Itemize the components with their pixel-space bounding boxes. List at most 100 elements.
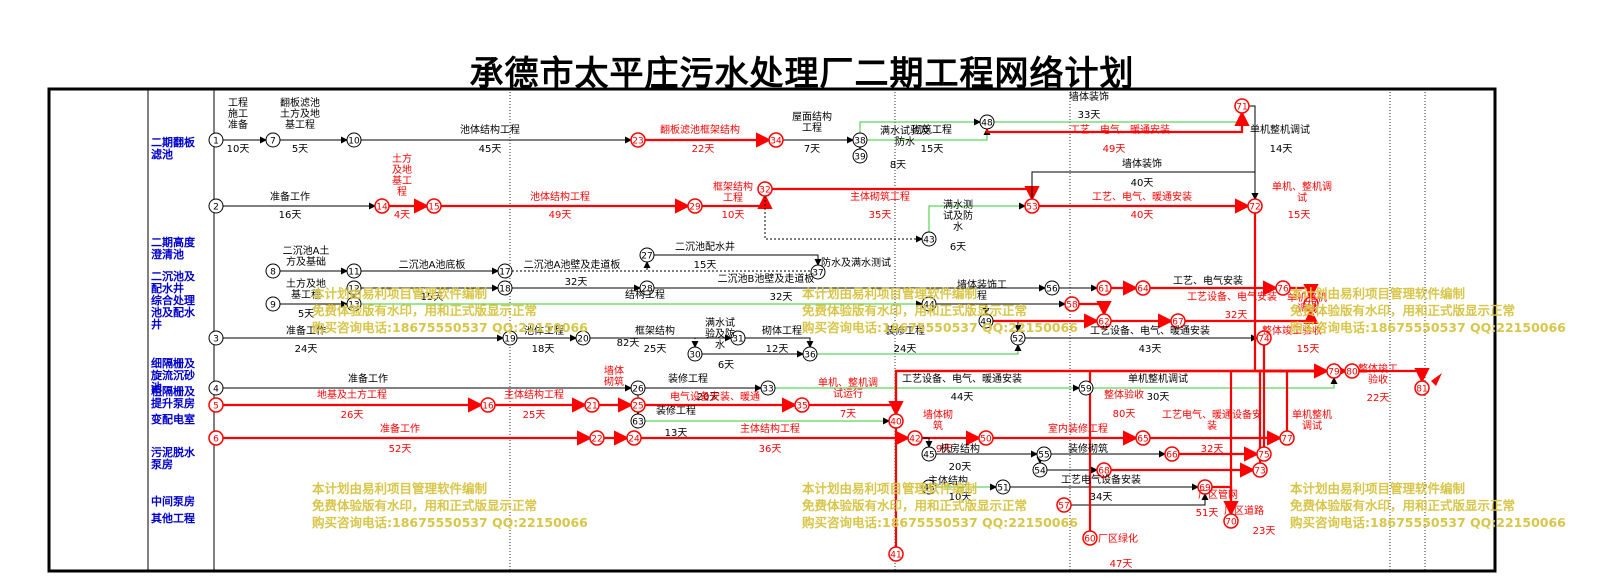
node-10 xyxy=(346,132,362,148)
task-duration: 45天 xyxy=(479,144,502,155)
node-44 xyxy=(921,296,937,312)
node-42 xyxy=(907,430,923,446)
node-64 xyxy=(1135,280,1151,296)
task-label: 电气设备安装、暖通 xyxy=(670,390,760,403)
node-label: 81 xyxy=(1416,385,1427,395)
link xyxy=(1093,377,1338,389)
node-41 xyxy=(888,546,904,562)
link xyxy=(928,202,1026,232)
node-53 xyxy=(1024,198,1040,214)
task-label: 工艺、电气、暖通安装 xyxy=(1092,190,1192,203)
task-duration: 14天 xyxy=(1270,144,1293,155)
task-label: 土方及地基工程 xyxy=(286,277,326,301)
task-label: 二沉池A土方及基础 xyxy=(283,244,330,268)
node-label: 15 xyxy=(428,203,439,213)
category-label: 细隔栅及旋流沉砂池 xyxy=(150,356,196,394)
task-label: 墙体砌筑 xyxy=(604,364,624,388)
node-label: 40 xyxy=(890,418,902,428)
node-label: 60 xyxy=(1084,535,1096,545)
task-label: 主体结构工程 xyxy=(504,388,564,401)
task-label: 单机整机调试 xyxy=(1250,123,1310,136)
link xyxy=(783,139,864,150)
task-label: 墙体装饰 xyxy=(1069,90,1109,103)
node-label: 64 xyxy=(1137,285,1149,295)
task-duration: 20天 xyxy=(949,462,972,473)
node-label: 20 xyxy=(577,335,589,345)
node-label: 18 xyxy=(499,285,511,295)
node-51 xyxy=(995,479,1011,495)
task-label: 整体竣工验收 xyxy=(1358,362,1398,386)
node-label: 59 xyxy=(1080,385,1092,395)
node-23 xyxy=(630,132,646,148)
task-label: 地基及土方工程 xyxy=(317,388,387,401)
task-label: 整体验收 xyxy=(1104,388,1144,401)
node-label: 36 xyxy=(804,351,816,361)
task-duration: 40天 xyxy=(1131,210,1154,221)
node-label: 17 xyxy=(499,268,510,278)
node-label: 72 xyxy=(1249,203,1260,213)
task-duration: 36天 xyxy=(759,444,782,455)
node-label: 76 xyxy=(1277,285,1289,295)
node-52 xyxy=(1010,330,1026,346)
task-label: 机房结构 xyxy=(940,442,980,455)
node-label: 34 xyxy=(770,137,782,147)
task-label: 主体砌筑工程 xyxy=(850,190,910,203)
node-20 xyxy=(575,330,591,346)
node-58 xyxy=(1064,296,1080,312)
node-label: 4 xyxy=(213,385,219,395)
task-duration: 24天 xyxy=(894,344,917,355)
link xyxy=(1253,213,1348,379)
node-label: 56 xyxy=(1046,285,1058,295)
node-28 xyxy=(639,280,655,296)
task-label: 工艺设备、电气安装 xyxy=(1187,290,1277,303)
node-80 xyxy=(1344,363,1360,379)
node-label: 57 xyxy=(1058,502,1069,512)
node-label: 42 xyxy=(909,435,920,445)
node-72 xyxy=(1247,198,1263,214)
node-27 xyxy=(639,247,655,263)
node-31 xyxy=(730,330,746,346)
node-45 xyxy=(921,446,937,462)
node-75 xyxy=(1256,446,1272,462)
task-label: 装修工程 xyxy=(885,324,925,337)
node-label: 19 xyxy=(504,335,516,345)
task-label: 装修工程 xyxy=(668,372,708,385)
task-duration: 43天 xyxy=(1139,344,1162,355)
task-duration: 32天 xyxy=(565,277,588,288)
task-duration: 15天 xyxy=(421,292,444,303)
task-label: 满水试验及防水 xyxy=(705,316,735,351)
link xyxy=(936,303,990,315)
task-duration: 23天 xyxy=(1253,526,1276,537)
task-duration: 9天 xyxy=(936,444,952,455)
task-label: 工艺设备、电气、暖通安装 xyxy=(1090,324,1210,337)
node-label: 31 xyxy=(732,335,743,345)
task-duration: 32天 xyxy=(1201,444,1224,455)
link xyxy=(590,337,699,348)
task-label: 单机、整机调试 xyxy=(1272,180,1332,204)
node-label: 43 xyxy=(923,236,934,246)
node-label: 3 xyxy=(213,335,219,345)
node-39 xyxy=(852,148,868,164)
node-label: 67 xyxy=(1172,318,1183,328)
link xyxy=(1071,493,1209,506)
link xyxy=(1185,308,1319,325)
task-duration: 6天 xyxy=(718,360,734,371)
node-74 xyxy=(1256,330,1272,346)
node-label: 71 xyxy=(1236,103,1247,113)
task-label: 满水试验及防水 xyxy=(880,124,930,148)
task-duration: 49天 xyxy=(549,210,572,221)
link xyxy=(994,112,1246,123)
watermark-text: 本计划由易利项目管理软件编制免费体验版有水印，用和正式版显示正常购买咨询电话:1… xyxy=(802,481,1078,530)
node-4 xyxy=(208,380,224,396)
watermark-text: 本计划由易利项目管理软件编制免费体验版有水印，用和正式版显示正常购买咨询电话:1… xyxy=(312,481,588,530)
node-label: 75 xyxy=(1258,451,1269,461)
node-6 xyxy=(208,430,224,446)
node-65 xyxy=(1135,430,1151,446)
node-43 xyxy=(921,231,937,247)
task-label: 屋面结构工程 xyxy=(792,110,832,134)
node-label: 68 xyxy=(1098,467,1110,477)
category-column: 二期翻板滤池二期高度澄清池二沉池及配水井综合处理池及配水井细隔栅及旋流沉砂池粗隔… xyxy=(150,135,196,525)
node-label: 48 xyxy=(981,119,993,129)
node-label: 50 xyxy=(980,435,992,445)
outer-border xyxy=(47,87,1497,573)
